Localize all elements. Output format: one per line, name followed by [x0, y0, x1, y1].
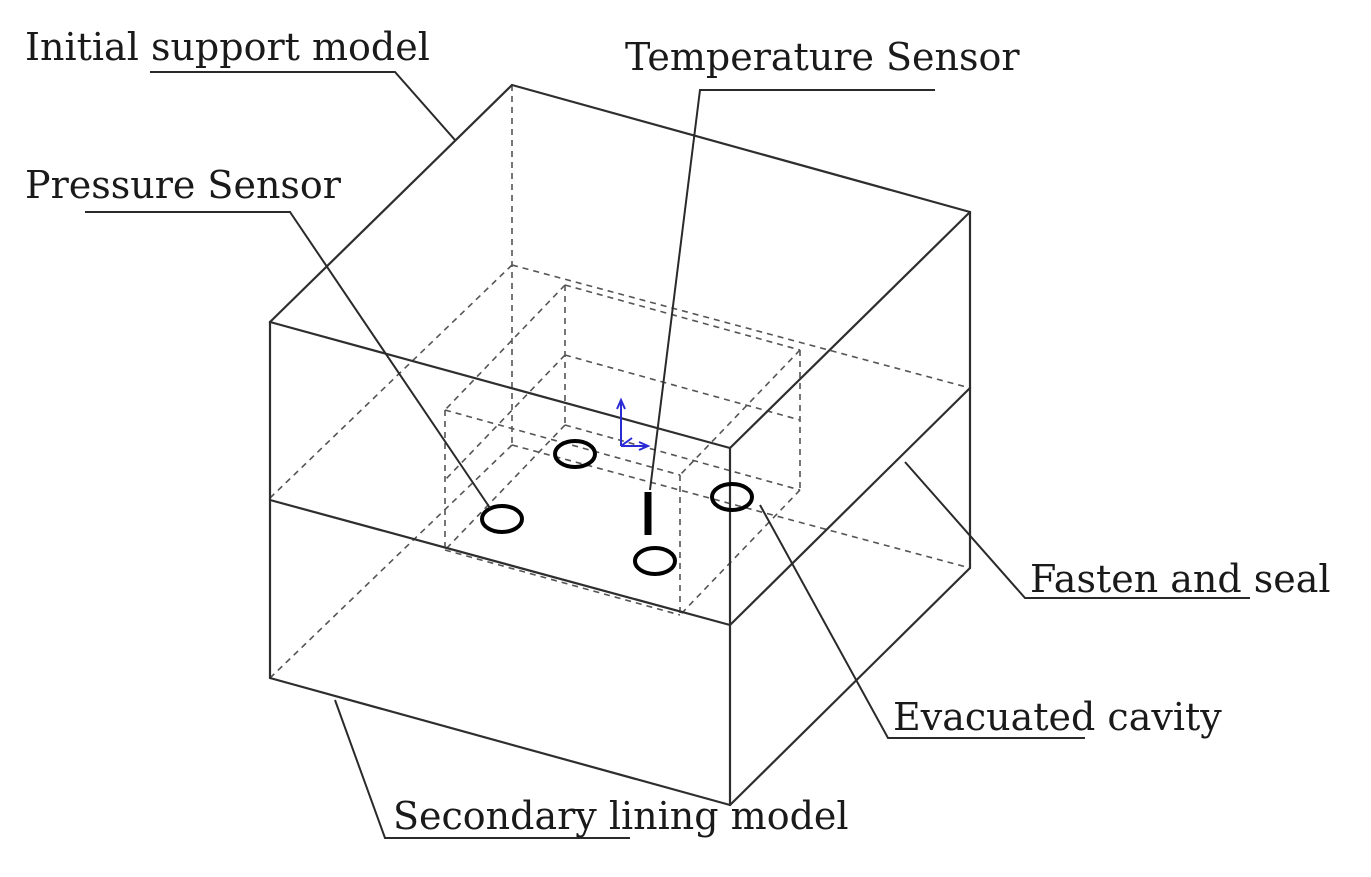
pressure-sensor-ring — [553, 439, 597, 469]
label-pressure-sensor: Pressure Sensor — [25, 163, 342, 207]
pressure-sensor-ring — [710, 482, 754, 512]
label-temperature-sensor: Temperature Sensor — [625, 35, 1020, 79]
leader-pressure-sensor — [85, 211, 491, 509]
outer-box-edges — [268, 83, 972, 807]
leader-lines — [85, 71, 1250, 839]
evacuated-cavity-box — [444, 284, 801, 616]
pressure-sensor-ring — [480, 504, 524, 534]
leader-fasten-seal — [904, 461, 1250, 599]
pressure-sensors — [480, 439, 754, 576]
leader-initial-support — [150, 71, 456, 141]
leader-temperature-sensor — [649, 89, 935, 491]
leader-evacuated-cavity — [759, 504, 1085, 739]
leader-secondary-lining — [334, 699, 630, 839]
label-fasten-and-seal: Fasten and seal — [1030, 557, 1331, 601]
label-initial-support-model: Initial support model — [25, 25, 430, 69]
label-evacuated-cavity: Evacuated cavity — [893, 695, 1222, 739]
label-secondary-lining-model: Secondary lining model — [393, 794, 849, 838]
pressure-sensor-ring — [633, 546, 677, 576]
coordinate-axis-icon — [616, 397, 651, 451]
outer-box-hidden-edges — [269, 85, 971, 679]
